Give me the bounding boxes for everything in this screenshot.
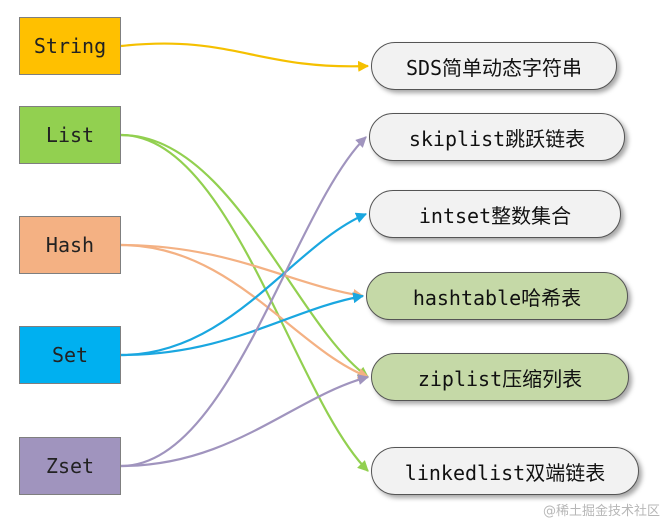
watermark: @稀土掘金技术社区 — [542, 504, 660, 519]
type-box-set: Set — [19, 326, 121, 384]
encoding-label: skiplist跳跃链表 — [408, 126, 586, 151]
encoding-pill-intset: intset整数集合 — [369, 190, 621, 238]
encoding-pill-linkedlist: linkedlist双端链表 — [371, 447, 639, 495]
type-box-list: List — [19, 106, 121, 164]
connector-list-to-ziplist — [120, 133, 369, 378]
type-label: Hash — [45, 233, 95, 257]
connector-hash-to-ziplist — [120, 243, 370, 379]
type-box-zset: Zset — [19, 437, 121, 495]
connector-set-to-hashtable — [120, 292, 365, 357]
connector-zset-to-skiplist — [120, 136, 367, 468]
encoding-label: hashtable哈希表 — [412, 285, 582, 310]
connector-string-to-sds — [120, 42, 370, 72]
encoding-label: SDS简单动态字符串 — [405, 55, 583, 80]
connector-zset-to-ziplist — [120, 374, 370, 468]
type-label: Zset — [45, 454, 95, 478]
encoding-label: ziplist压缩列表 — [417, 366, 583, 391]
type-label: List — [45, 123, 95, 147]
connector-set-to-intset — [120, 212, 368, 357]
encoding-label: intset整数集合 — [418, 203, 572, 228]
connector-hash-to-hashtable — [120, 243, 365, 300]
encoding-pill-hashtable: hashtable哈希表 — [366, 272, 628, 320]
connector-list-to-linkedlist — [120, 133, 369, 472]
encoding-pill-ziplist: ziplist压缩列表 — [371, 353, 629, 401]
type-box-string: String — [19, 17, 121, 75]
type-label: Set — [51, 343, 89, 367]
encoding-pill-sds: SDS简单动态字符串 — [371, 42, 617, 90]
type-box-hash: Hash — [19, 216, 121, 274]
encoding-pill-skiplist: skiplist跳跃链表 — [369, 113, 625, 161]
type-label: String — [33, 34, 107, 58]
encoding-label: linkedlist双端链表 — [404, 460, 606, 485]
